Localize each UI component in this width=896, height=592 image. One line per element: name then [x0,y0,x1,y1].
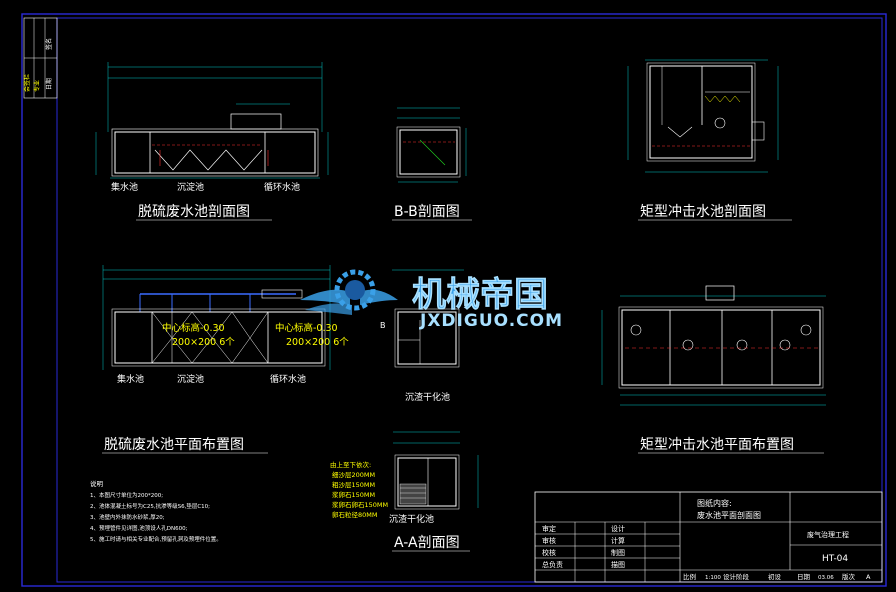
aa-legend-line-4: 浆卵石卵石150MM [332,500,388,509]
bb-section-view: B-B剖面图 [392,107,472,221]
desulf-plan-label-circ: 循环水池 [270,373,306,385]
aa-legend: 由上至下依次: 细沙层200MM 粗沙层150MM 浆卵石150MM 浆卵石卵石… [330,460,388,519]
desulf-plan-label-settle: 沉淀池 [177,373,204,385]
aa-legend-line-2: 粗沙层150MM [332,480,375,489]
notes-item-5: 5、施工时请与相关专业配合,预留孔洞及预埋件位置。 [90,535,222,543]
title-scale-label: 比例 [683,572,696,581]
aa-section-label: 沉渣干化池 [389,513,434,525]
watermark-cn: 机械帝国 [412,275,548,315]
title-block: 图纸内容: 废水池平面剖面图 废气治理工程 HT-04 审定 设计 审核 计算 … [534,491,883,583]
title-row-4-left: 总负责 [542,560,563,569]
notes-item-4: 4、预埋管件见详图,池顶设人孔DN600; [90,524,188,532]
side-stamp: 会签栏 专业 签名 日期 [23,17,58,99]
inner-frame [56,17,883,583]
side-stamp-row-3: 签名 [45,38,53,50]
notes-block: 说明 1、本图尺寸单位为200*200; 2、池体混凝土标号为C25,抗渗等级S… [90,479,222,543]
title-project: 废气治理工程 [807,530,849,539]
title-rev-value: A [866,573,871,581]
bb-plan-view: B 沉渣干化池 [380,269,464,403]
title-scale-value: 1:100 [705,575,721,581]
title-date-label: 日期 [797,573,811,581]
desulf-plan-note-size-1: 200×200 6个 [172,337,235,348]
side-stamp-row-2: 专业 [33,80,41,92]
title-content-value: 废水池平面剖面图 [697,510,761,520]
notes-title: 说明 [90,479,104,488]
bb-plan-label: 沉渣干化池 [405,391,450,403]
aa-legend-header: 由上至下依次: [330,460,371,469]
gear-icon [334,269,376,311]
desulf-plan-title: 脱硫废水池平面布置图 [104,437,244,453]
title-row-3-left: 校核 [542,548,556,557]
title-rev-label: 版次 [842,572,856,581]
desulf-plan-view: 中心标高-0.30 200×200 6个 中心标高-0.30 200×200 6… [102,265,349,454]
bb-plan-marker: B [380,321,386,330]
desulf-section-label-settle: 沉淀池 [177,181,204,193]
side-stamp-row-1: 会签栏 [23,74,31,92]
desulf-plan-note-size-2: 200×200 6个 [286,337,349,348]
aa-legend-line-1: 细沙层200MM [332,470,375,479]
desulf-plan-note-center-2: 中心标高-0.30 [275,322,338,334]
aa-section-title: A-A剖面图 [394,535,460,551]
outer-frame [21,13,887,587]
rect-section-view: 矩型冲击水池剖面图 [627,59,792,221]
desulf-plan-note-center-1: 中心标高-0.30 [162,322,225,334]
rect-plan-view: 矩型冲击水池平面布置图 [601,285,826,454]
title-drawing-no: HT-04 [822,554,848,564]
side-stamp-row-4: 日期 [45,78,53,90]
title-row-1-mid: 设计 [611,524,625,533]
rect-section-title: 矩型冲击水池剖面图 [640,204,766,220]
title-row-2-mid: 计算 [611,536,625,545]
desulf-section-title: 脱硫废水池剖面图 [138,204,250,220]
title-row-2-left: 审核 [542,536,556,545]
desulf-section-view: 集水池 沉淀池 循环水池 脱硫废水池剖面图 [95,62,329,221]
bb-section-title: B-B剖面图 [394,204,460,220]
notes-item-1: 1、本图尺寸单位为200*200; [90,491,163,499]
watermark-logo: 机械帝国 JXDIGUO.COM [300,269,563,331]
title-stage-label: 设计阶段 [723,572,750,581]
title-stage-value: 初设 [768,572,782,581]
desulf-section-label-circ: 循环水池 [264,181,300,193]
title-row-1-left: 审定 [542,524,556,533]
notes-item-3: 3、池壁内外抹防水砂浆,厚20; [90,513,165,521]
title-date-value: 03.06 [818,575,834,581]
notes-item-2: 2、池体混凝土标号为C25,抗渗等级S6,垫层C10; [90,502,210,510]
title-row-3-mid: 制图 [611,548,625,557]
aa-legend-line-3: 浆卵石150MM [332,490,375,499]
desulf-plan-label-collect: 集水池 [117,373,144,385]
rect-plan-title: 矩型冲击水池平面布置图 [640,437,794,453]
title-row-4-mid: 描图 [611,560,625,569]
aa-section-view: 沉渣干化池 A-A剖面图 [389,431,479,552]
desulf-section-label-collect: 集水池 [111,181,138,193]
title-content-label: 图纸内容: [697,498,732,508]
aa-legend-line-5: 卵石粒径80MM [332,510,378,519]
watermark-en: JXDIGUO.COM [419,311,563,331]
